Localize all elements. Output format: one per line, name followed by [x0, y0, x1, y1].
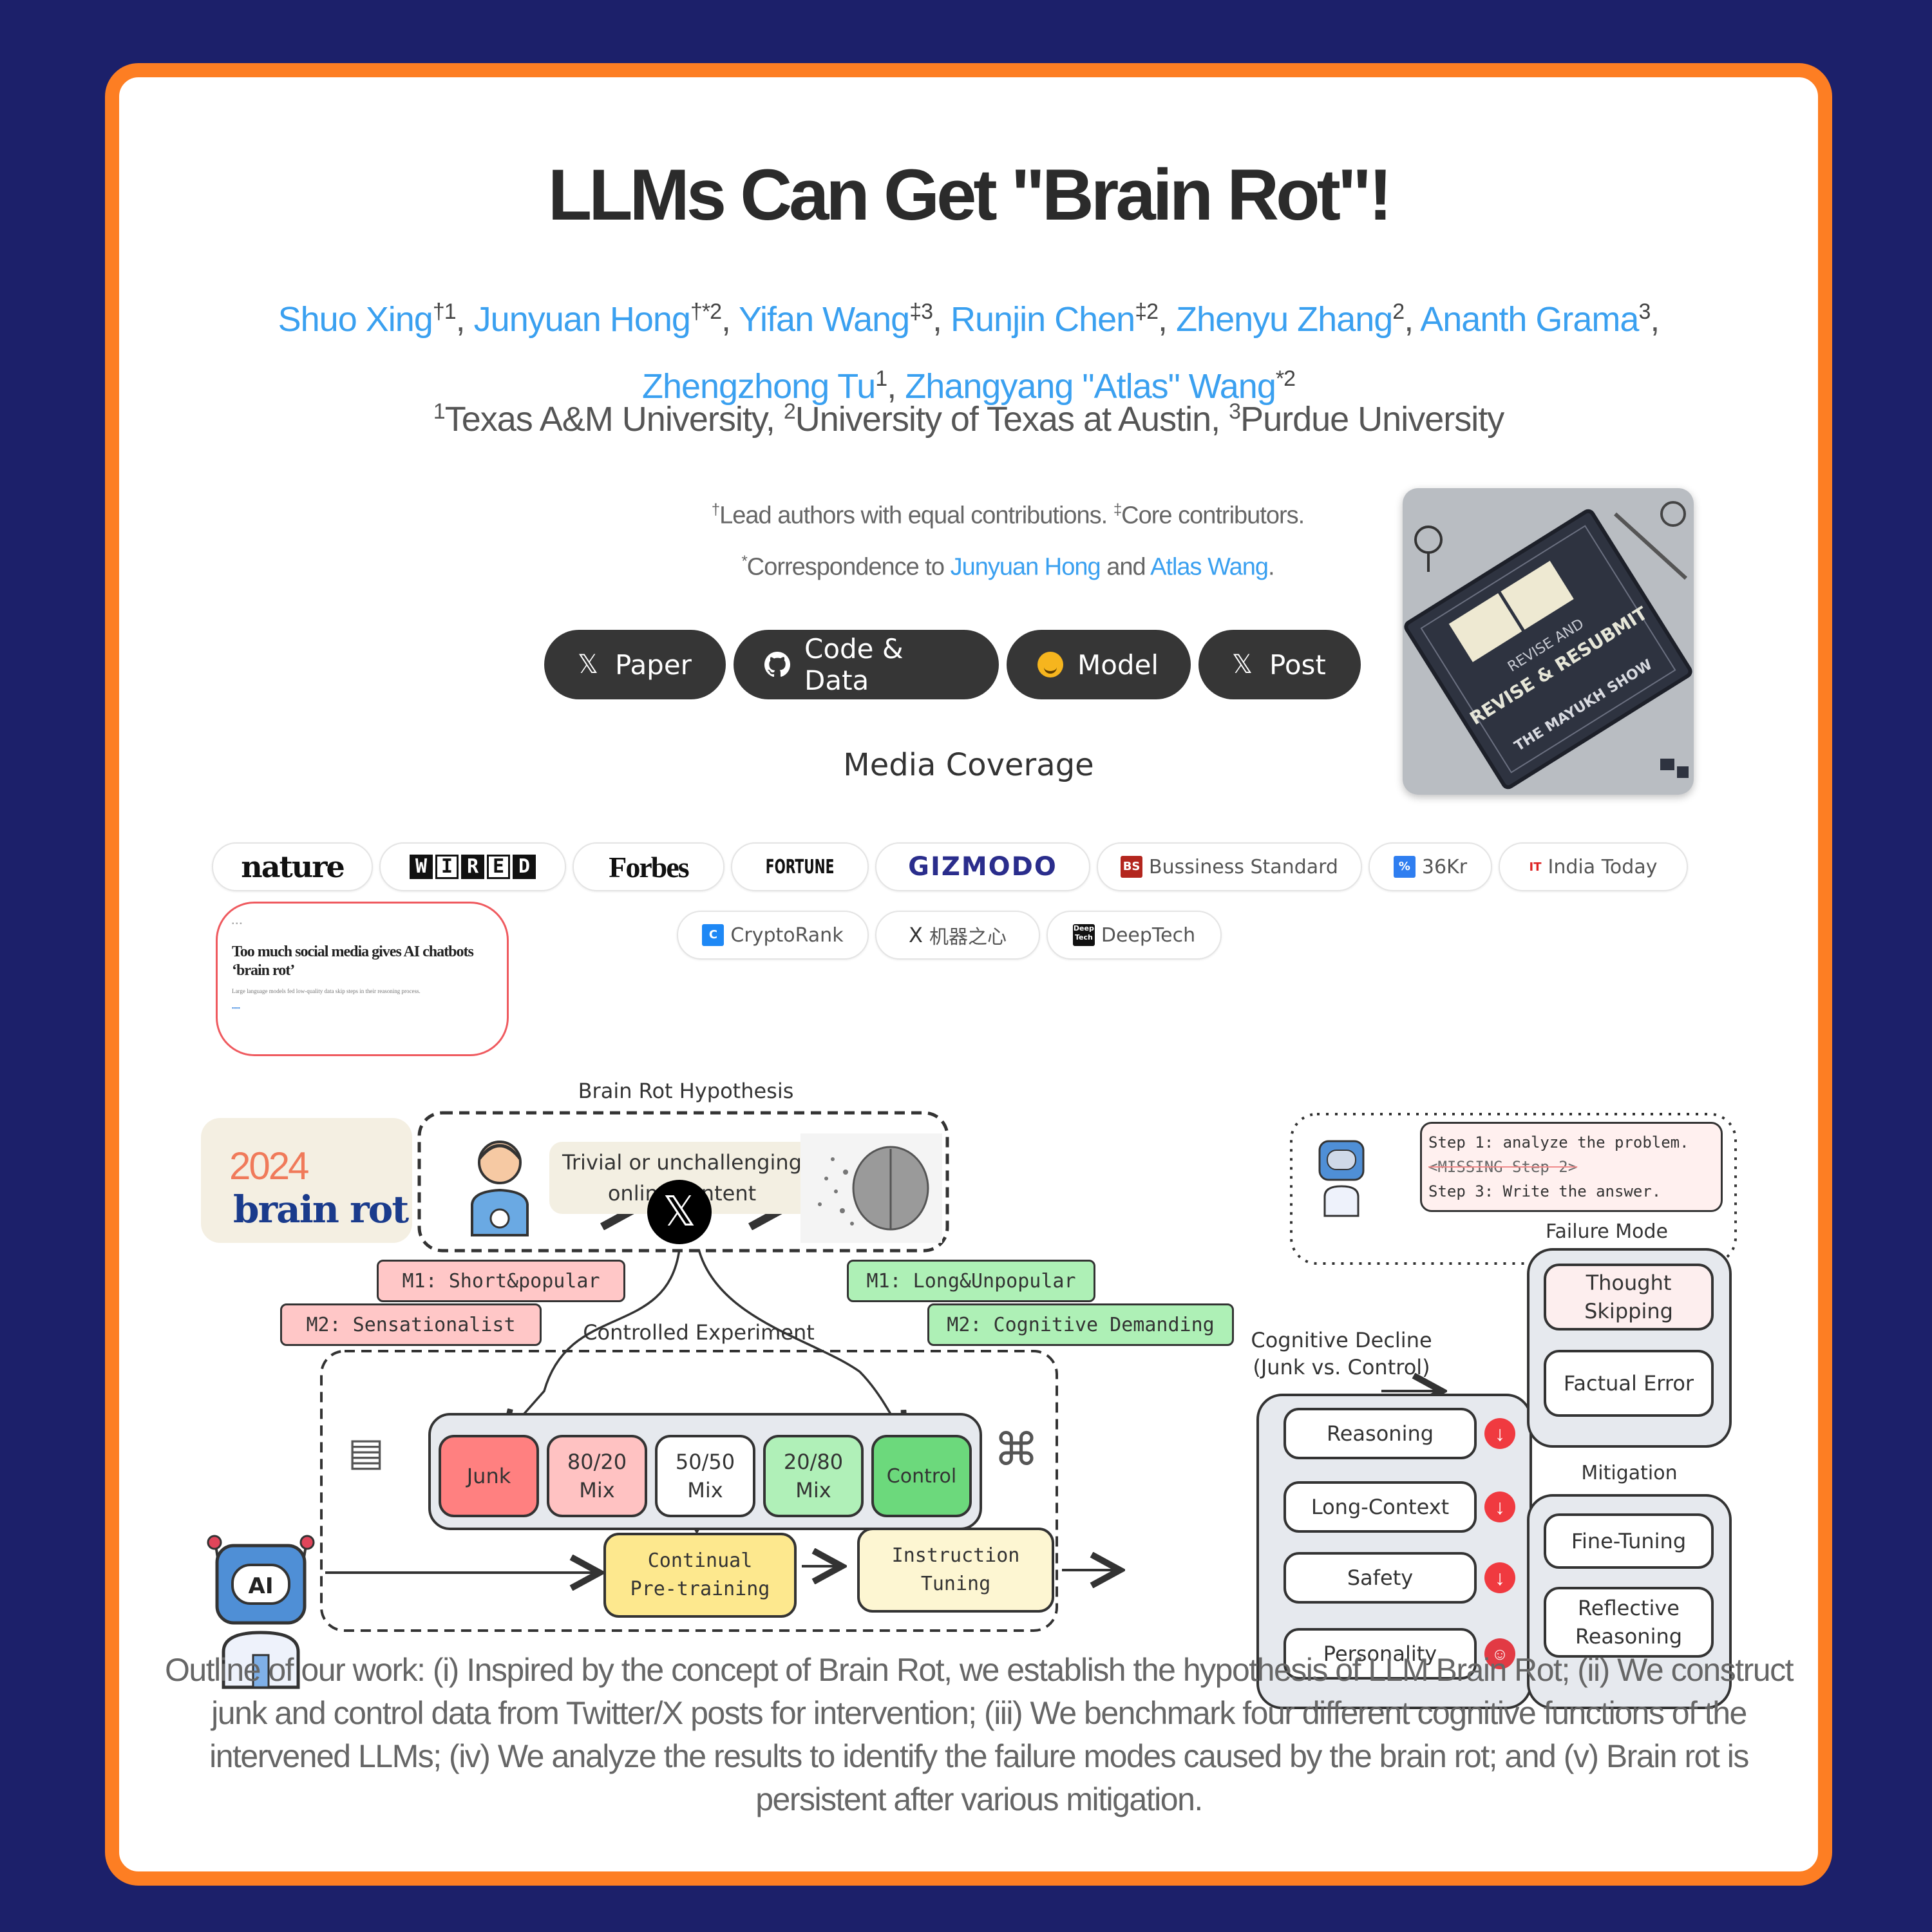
business-standard-logo-icon: BS [1121, 856, 1143, 878]
brain-rot-badge: 2024 brain rot [201, 1118, 412, 1243]
featured-article-card[interactable]: ▪ ▪ ▪ Too much social media gives AI cha… [216, 902, 509, 1056]
author-list: Shuo Xing†1, Junyuan Hong†*2, Yifan Wang… [278, 299, 1660, 406]
media-coverage-heading: Media Coverage [843, 747, 1094, 783]
post-button[interactable]: 𝕏 Post [1198, 630, 1361, 699]
article-headline: Too much social media gives AI chatbots … [232, 943, 474, 979]
decline-item-long-context: Long-Context [1283, 1481, 1477, 1533]
failure-item-thought-skipping: Thought Skipping [1544, 1264, 1714, 1331]
article-meta: ▪ ▪ ▪ [232, 920, 242, 927]
decaying-brain-icon [800, 1133, 942, 1243]
mitigation-item-fine-tuning: Fine-Tuning [1544, 1513, 1714, 1569]
author-link[interactable]: Junyuan Hong [473, 300, 691, 339]
media-pill-36kr[interactable]: % 36Kr [1368, 842, 1492, 891]
media-pill-cryptorank[interactable]: C CryptoRank [677, 911, 869, 960]
x-platform-icon: 𝕏 [647, 1180, 712, 1244]
media-pill-forbes[interactable]: Forbes [573, 842, 724, 891]
media-pill-business-standard[interactable]: BS Bussiness Standard [1097, 842, 1362, 891]
book-brain-icon: ⌘ [994, 1425, 1039, 1475]
media-pill-nature[interactable]: nature [212, 842, 373, 891]
hypothesis-title: Brain Rot Hypothesis [578, 1079, 794, 1103]
failure-example-frame [1290, 1113, 1737, 1265]
failure-panel [1527, 1248, 1732, 1448]
deeptech-logo-icon: Deep Tech [1072, 924, 1095, 946]
figure-caption: Outline of our work: (i) Inspired by the… [165, 1652, 1794, 1817]
link-buttons: 𝕏 Paper Code & Data Model 𝕏 Post [544, 630, 1361, 699]
media-pill-gizmodo[interactable]: GIZMODO [875, 842, 1090, 891]
junk-metric-tag: M1: Short&popular [377, 1260, 625, 1302]
author-link[interactable]: Shuo Xing [278, 300, 433, 339]
media-pill-jiqizhixin[interactable]: X 机器之心 [875, 911, 1040, 960]
decrease-arrow-icon: ↓ [1484, 1492, 1515, 1522]
mix-50-50: 50/50 Mix [655, 1435, 755, 1517]
control-connector [697, 1249, 904, 1436]
ai-robot-small-icon [1316, 1133, 1367, 1217]
media-pill-india-today[interactable]: IT India Today [1499, 842, 1688, 891]
mix-control: Control [871, 1435, 972, 1517]
mix-junk: Junk [439, 1435, 539, 1517]
paper-button[interactable]: 𝕏 Paper [544, 630, 726, 699]
author-link[interactable]: Yifan Wang [739, 300, 910, 339]
mix-tray [428, 1413, 982, 1530]
hypothesis-content: Trivial or unchallenging online content [549, 1142, 815, 1214]
author-link[interactable]: Zhangyang "Atlas" Wang [905, 367, 1276, 406]
experiment-frame [320, 1350, 1058, 1632]
contribution-note: †Lead authors with equal contributions. … [711, 501, 1305, 529]
control-metric-tag: M2: Cognitive Demanding [927, 1303, 1234, 1346]
hypothesis-frame [417, 1111, 949, 1253]
article-byline: ▪▪▪▪ [232, 1005, 240, 1011]
decline-item-safety: Safety [1283, 1552, 1477, 1604]
media-pill-deeptech[interactable]: Deep Tech DeepTech [1046, 911, 1222, 960]
social-media-icon: ▤ [348, 1430, 384, 1473]
junk-connector [506, 1249, 681, 1435]
huggingface-icon [1037, 652, 1063, 677]
mitigation-title: Mitigation [1581, 1462, 1678, 1484]
control-metric-tag: M1: Long&Unpopular [847, 1260, 1095, 1302]
author-link[interactable]: Ananth Grama [1420, 300, 1639, 339]
arxiv-icon: 𝕏 [577, 650, 599, 679]
reasoning-speech-bubble: Step 1: analyze the problem. <MISSING St… [1420, 1122, 1723, 1212]
decline-item-reasoning: Reasoning [1283, 1408, 1477, 1459]
mix-80-20: 80/20 Mix [547, 1435, 647, 1517]
junk-metric-tag: M2: Sensationalist [280, 1303, 542, 1346]
media-pill-fortune[interactable]: FORTUNE [731, 842, 869, 891]
x-icon: 𝕏 [1231, 650, 1253, 679]
correspondence-note: *Correspondence to Junyuan Hong and Atla… [741, 553, 1274, 581]
jiqizhixin-logo-icon: X [909, 923, 923, 947]
stage-continual-pretraining: Continual Pre-training [603, 1533, 797, 1618]
decrease-arrow-icon: ↓ [1484, 1562, 1515, 1593]
github-icon [764, 652, 790, 677]
failure-title: Failure Mode [1546, 1220, 1668, 1243]
stage-instruction-tuning: Instruction Tuning [857, 1528, 1054, 1613]
mix-20-80: 20/80 Mix [763, 1435, 864, 1517]
decrease-arrow-icon: ↓ [1484, 1418, 1515, 1449]
author-link[interactable]: Zhengzhong Tu [641, 367, 876, 406]
person-icon [467, 1133, 533, 1236]
page-title: LLMs Can Get "Brain Rot"! [547, 155, 1393, 235]
36kr-logo-icon: % [1393, 856, 1416, 878]
mitigation-item-reflective-reasoning: Reflective Reasoning [1544, 1587, 1714, 1658]
cryptorank-logo-icon: C [702, 924, 724, 946]
correspondence-link[interactable]: Atlas Wang [1150, 553, 1269, 581]
author-link[interactable]: Runjin Chen [951, 300, 1135, 339]
project-card: LLMs Can Get "Brain Rot"! Shuo Xing†1, J… [105, 63, 1832, 1886]
correspondence-link[interactable]: Junyuan Hong [950, 553, 1101, 581]
model-button[interactable]: Model [1007, 630, 1191, 699]
decline-title: Cognitive Decline (Junk vs. Control) [1251, 1328, 1432, 1379]
india-today-logo-icon: IT [1529, 860, 1542, 874]
failure-item-factual-error: Factual Error [1544, 1350, 1714, 1417]
affiliations: 1Texas A&M University, 2University of Te… [433, 399, 1504, 439]
podcast-cover-image[interactable]: REVISE AND REVISE & RESUBMIT THE MAYUKH … [1403, 488, 1694, 795]
article-subhead: Large language models fed low-quality da… [232, 988, 421, 994]
author-link[interactable]: Zhenyu Zhang [1176, 300, 1393, 339]
experiment-title: Controlled Experiment [583, 1320, 815, 1345]
svg-text:AI: AI [249, 1573, 274, 1599]
code-data-button[interactable]: Code & Data [734, 630, 999, 699]
